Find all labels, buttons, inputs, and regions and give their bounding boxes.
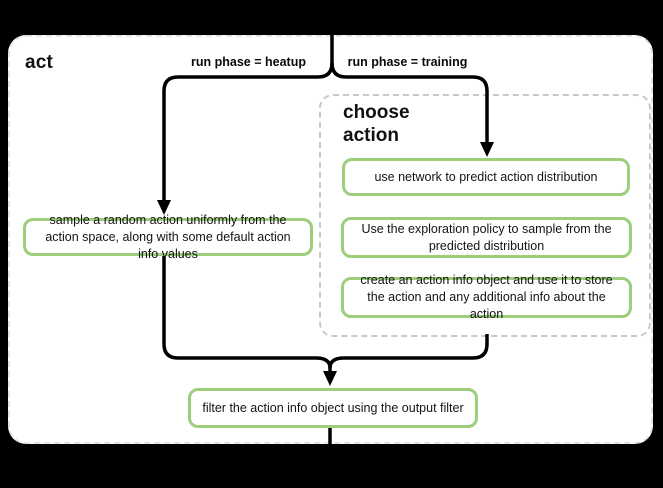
branch-label-heatup: run phase = heatup [191,55,306,69]
node-filter-output: filter the action info object using the … [188,388,478,428]
arrowhead-to-filter-icon [323,371,337,386]
choose-action-title: choose action [343,102,410,146]
node-exploration-policy: Use the exploration policy to sample fro… [341,217,632,258]
branch-label-training: run phase = training [347,55,468,69]
node-sample-random-action: sample a random action uniformly from th… [23,213,313,261]
act-title: act [25,52,54,73]
branch-split-lines [162,28,489,449]
node-create-action-info: create an action info object and use it … [341,273,632,321]
node-use-network: use network to predict action distributi… [342,158,630,196]
arrowhead-to-sample-icon [157,200,171,215]
arrowhead-to-predict-icon [480,142,494,157]
